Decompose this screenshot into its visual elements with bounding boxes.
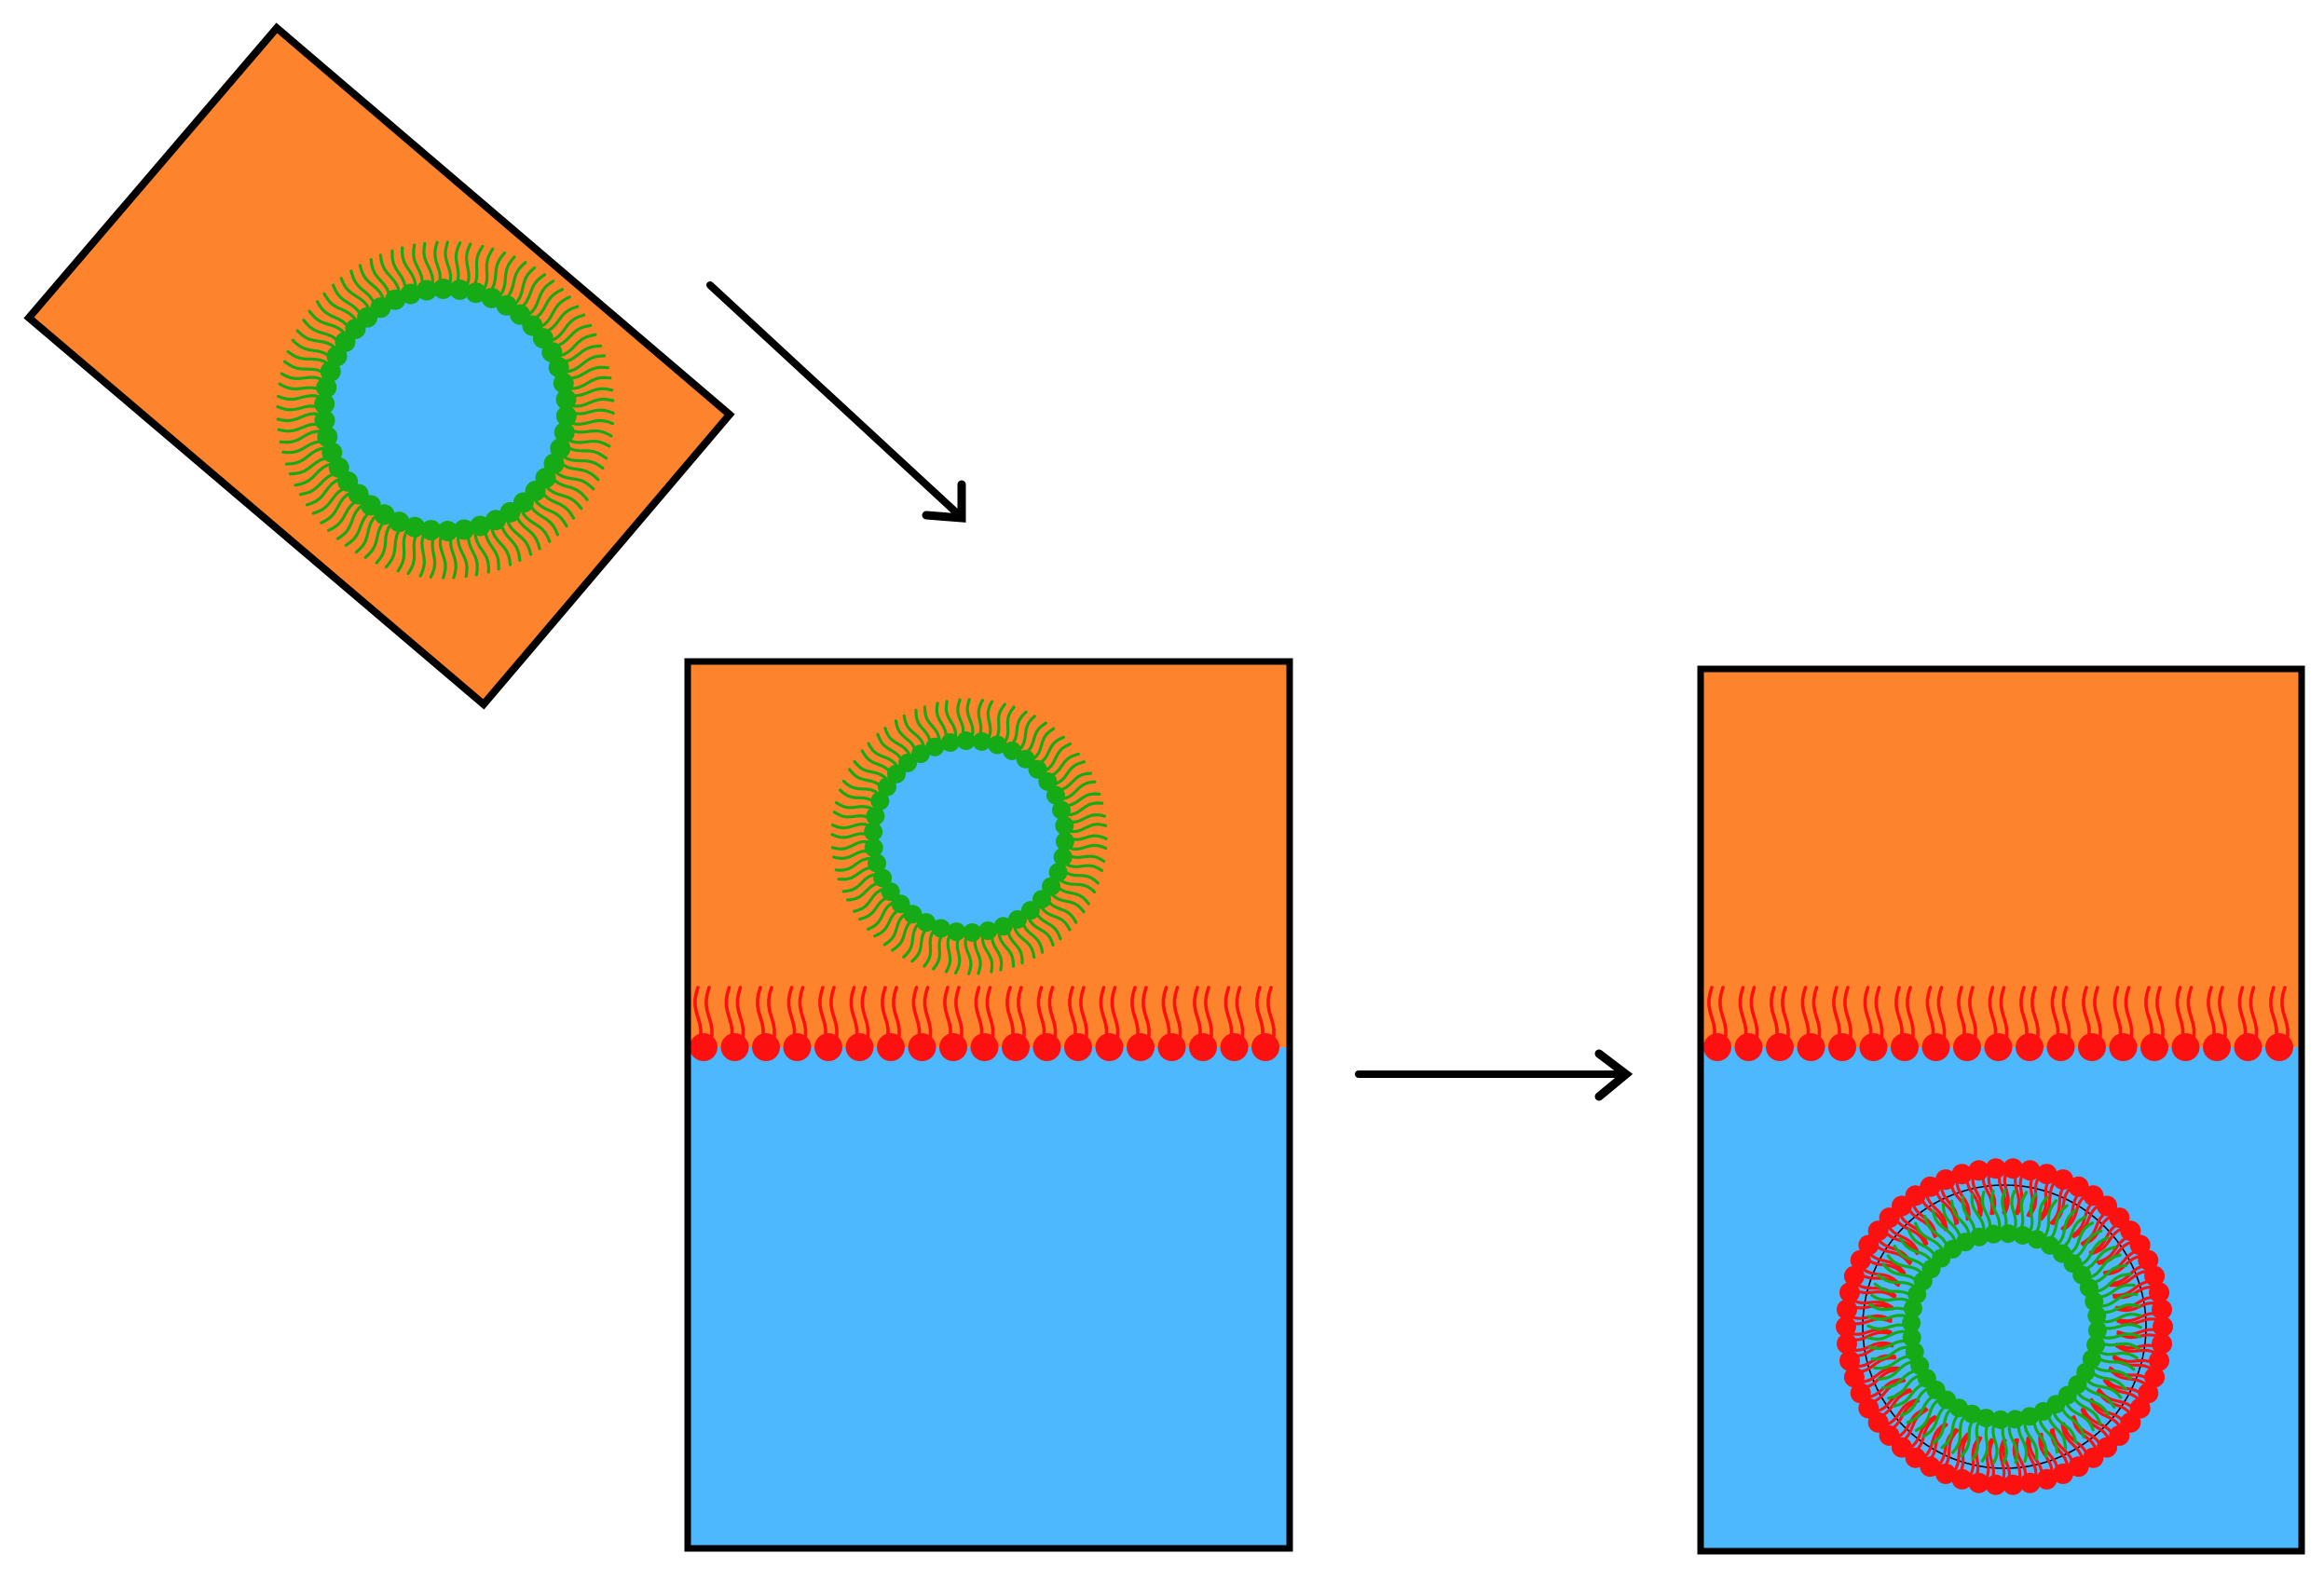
panel-vesicle-in-water <box>1697 665 2305 1555</box>
interface-lipid-monolayer <box>690 986 1279 1061</box>
lipid-heads <box>690 1033 1279 1061</box>
water-phase <box>690 1047 1288 1547</box>
lipid-heads <box>1703 1033 2293 1061</box>
lipid-heads <box>1902 1224 2107 1429</box>
lipid-coated-water-droplet <box>276 240 615 579</box>
lipid-bilayer-vesicle <box>1836 1158 2173 1495</box>
lipid-heads <box>1836 1158 2173 1495</box>
oil-phase <box>1703 671 2300 1047</box>
lipid-heads <box>864 731 1074 942</box>
interface-lipid-monolayer <box>1703 986 2293 1061</box>
water-core <box>1911 1233 2098 1420</box>
lipid-heads <box>314 279 577 541</box>
water-core <box>324 289 567 531</box>
lipid-coated-water-droplet <box>830 698 1108 975</box>
arrow-diagonal <box>706 281 966 523</box>
arrow-right <box>1355 1049 1634 1101</box>
panel-droplet-above-interface <box>684 658 1293 1552</box>
container-outline <box>684 658 1293 1552</box>
water-core <box>873 741 1065 933</box>
container-outline <box>1697 665 2305 1555</box>
panel-emulsion-droplet <box>23 22 735 710</box>
